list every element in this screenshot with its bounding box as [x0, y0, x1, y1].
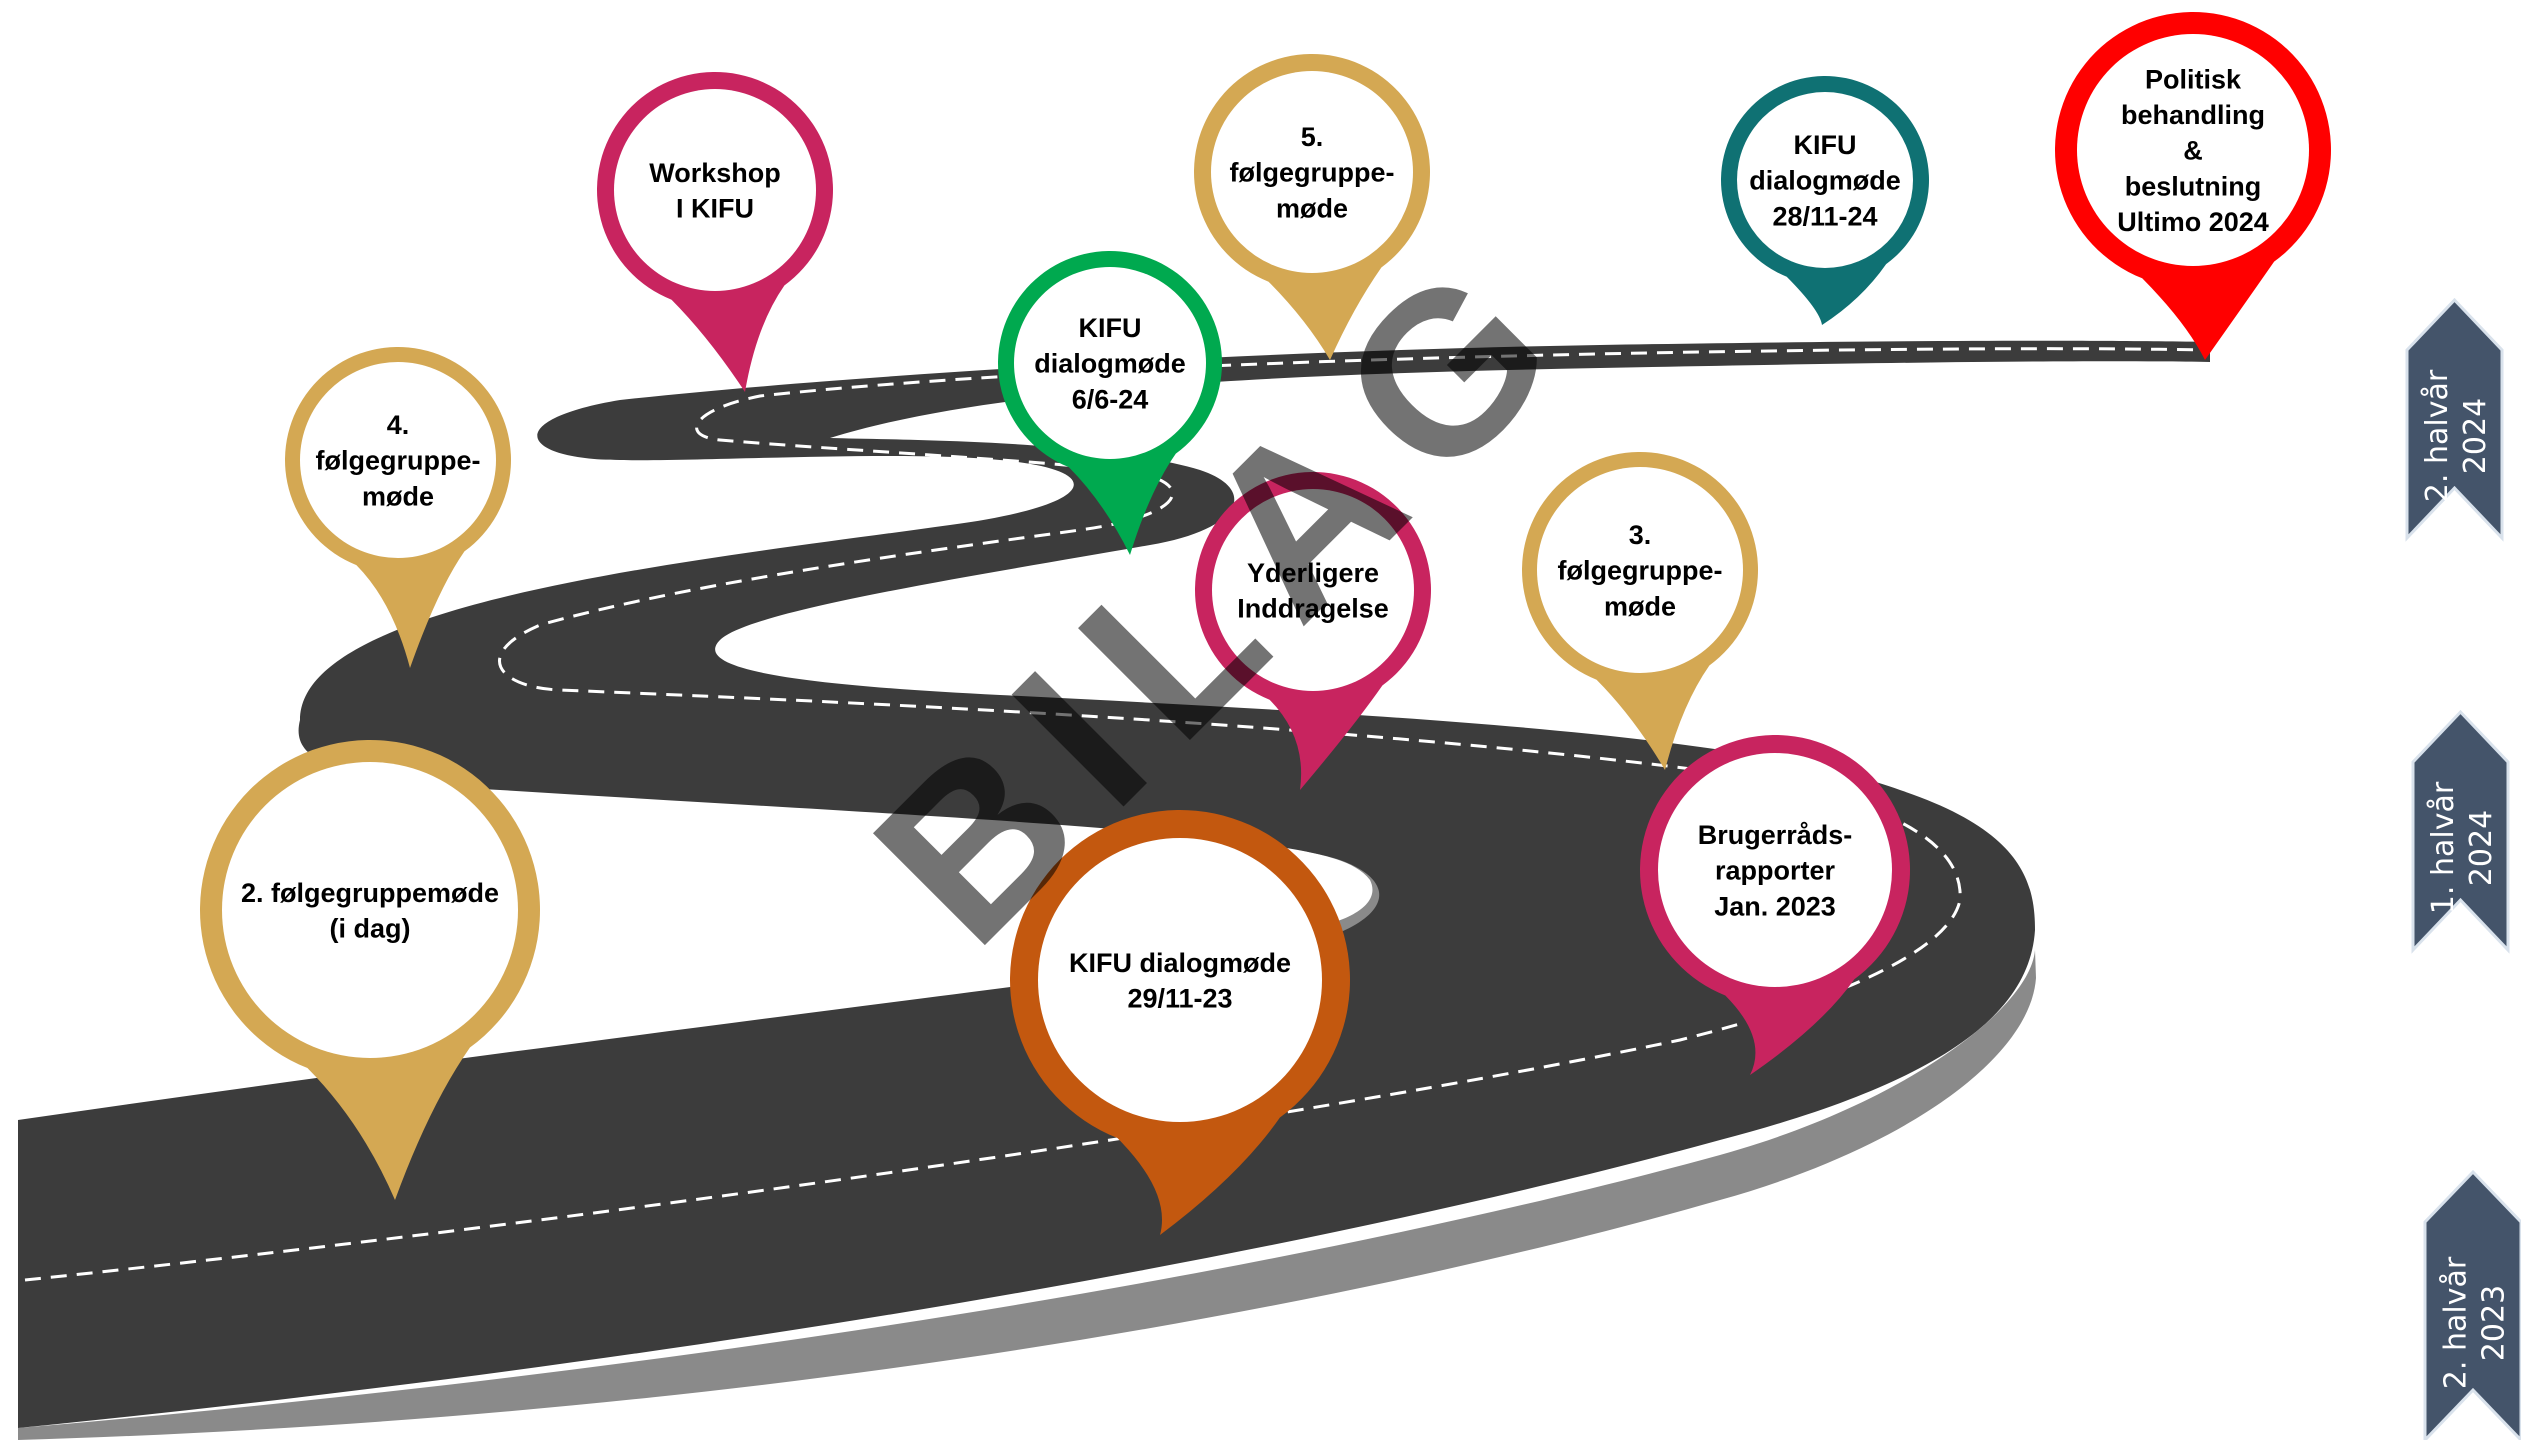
pin-label-line: &	[2183, 136, 2203, 166]
pin-kifu-dialogmode-6-6-24: KIFU dialogmøde 6/6-24	[998, 251, 1222, 555]
road-surface	[18, 340, 2210, 1428]
pin-inner-circle	[1211, 71, 1413, 273]
period-label-line: 2023	[2477, 1285, 2512, 1361]
pin-label-line: I KIFU	[676, 194, 754, 224]
pin-label-line: møde	[1604, 591, 1676, 621]
pin-label-line: følgegruppe-	[1558, 556, 1723, 586]
pin-inner-circle	[1014, 267, 1206, 459]
period-label-line: 2024	[2464, 810, 2499, 886]
pin-workshop-kifu: Workshop I KIFU	[597, 72, 833, 393]
period-chevron	[2411, 709, 2510, 954]
period-label-line: 1. halvår	[2426, 781, 2461, 914]
pin-2-folgegruppemode: 2. følgegruppemøde (i dag)	[200, 740, 540, 1200]
period-label-line: 2. halvår	[2439, 1256, 2474, 1389]
period-label-line: 2024	[2458, 398, 2493, 474]
pin-label-line: 4.	[387, 410, 410, 440]
milestone-pins: 2. følgegruppemøde (i dag) KIFU dialogmøde…	[200, 12, 2331, 1235]
pin-label-line: Workshop	[649, 158, 781, 188]
pin-label-line: (i dag)	[330, 914, 411, 944]
pin-4-folgegruppemode: 4. følgegruppe-møde	[285, 347, 511, 668]
pin-inner-circle	[2077, 34, 2309, 266]
pin-inner-circle	[1038, 838, 1322, 1122]
pin-label-line: 6/6-24	[1072, 384, 1149, 414]
pin-inner-circle	[1658, 753, 1892, 987]
period-label-line: 2. halvår	[2420, 369, 2455, 502]
road-edge	[18, 950, 2036, 1440]
pin-label-line: KIFU	[1794, 130, 1857, 160]
pin-label-line: Inddragelse	[1237, 594, 1389, 624]
pin-label-line: rapporter	[1715, 856, 1836, 886]
pin-kifu-dialogmode-28-11-24: KIFU dialogmøde 28/11-24	[1720, 76, 1929, 325]
pin-label-line: dialogmøde	[1034, 349, 1186, 379]
pin-label-line: 28/11-24	[1772, 201, 1877, 231]
pin-label-line: 5.	[1301, 122, 1324, 152]
pin-inner-circle	[222, 762, 518, 1058]
pin-label-line: følgegruppe-	[1230, 158, 1395, 188]
pin-label-line: møde	[1276, 193, 1348, 223]
pin-kifu-dialogmode-29-11-23: KIFU dialogmøde 29/11-23	[1010, 810, 1350, 1235]
pin-label-line: 29/11-23	[1127, 984, 1232, 1014]
pin-inner-circle	[614, 89, 816, 291]
pin-label-line: Yderligere	[1247, 558, 1379, 588]
pin-5-folgegruppemode: 5. følgegruppe-møde	[1194, 54, 1431, 360]
pin-label-line: Brugerråds-	[1698, 820, 1853, 850]
pin-label-line: KIFU dialogmøde	[1069, 948, 1291, 978]
pin-label-line: Politisk	[2145, 64, 2242, 94]
pin-3-folgegruppemode: 3. følgegruppe-møde	[1521, 452, 1759, 770]
pin-label-line: møde	[362, 481, 434, 511]
pin-label-line: behandling	[2121, 100, 2265, 130]
period-chevron	[2405, 297, 2504, 542]
pin-label-line: beslutning	[2125, 171, 2262, 201]
pin-label-line: 3.	[1629, 520, 1652, 550]
pin-label-line: Ultimo 2024	[2117, 207, 2269, 237]
pin-inner-circle	[1212, 489, 1414, 691]
pin-label-line: følgegruppe-	[316, 446, 481, 476]
pin-label-line: Jan. 2023	[1714, 891, 1836, 921]
pin-inner-circle	[1537, 467, 1743, 673]
period-chevron	[2423, 1169, 2521, 1440]
pin-inner-circle	[1737, 92, 1913, 268]
pin-label-line: 2. følgegruppemøde	[241, 878, 499, 908]
pin-label-line: KIFU	[1079, 313, 1142, 343]
pin-label-line: dialogmøde	[1749, 166, 1901, 196]
pin-inner-circle	[300, 362, 496, 558]
